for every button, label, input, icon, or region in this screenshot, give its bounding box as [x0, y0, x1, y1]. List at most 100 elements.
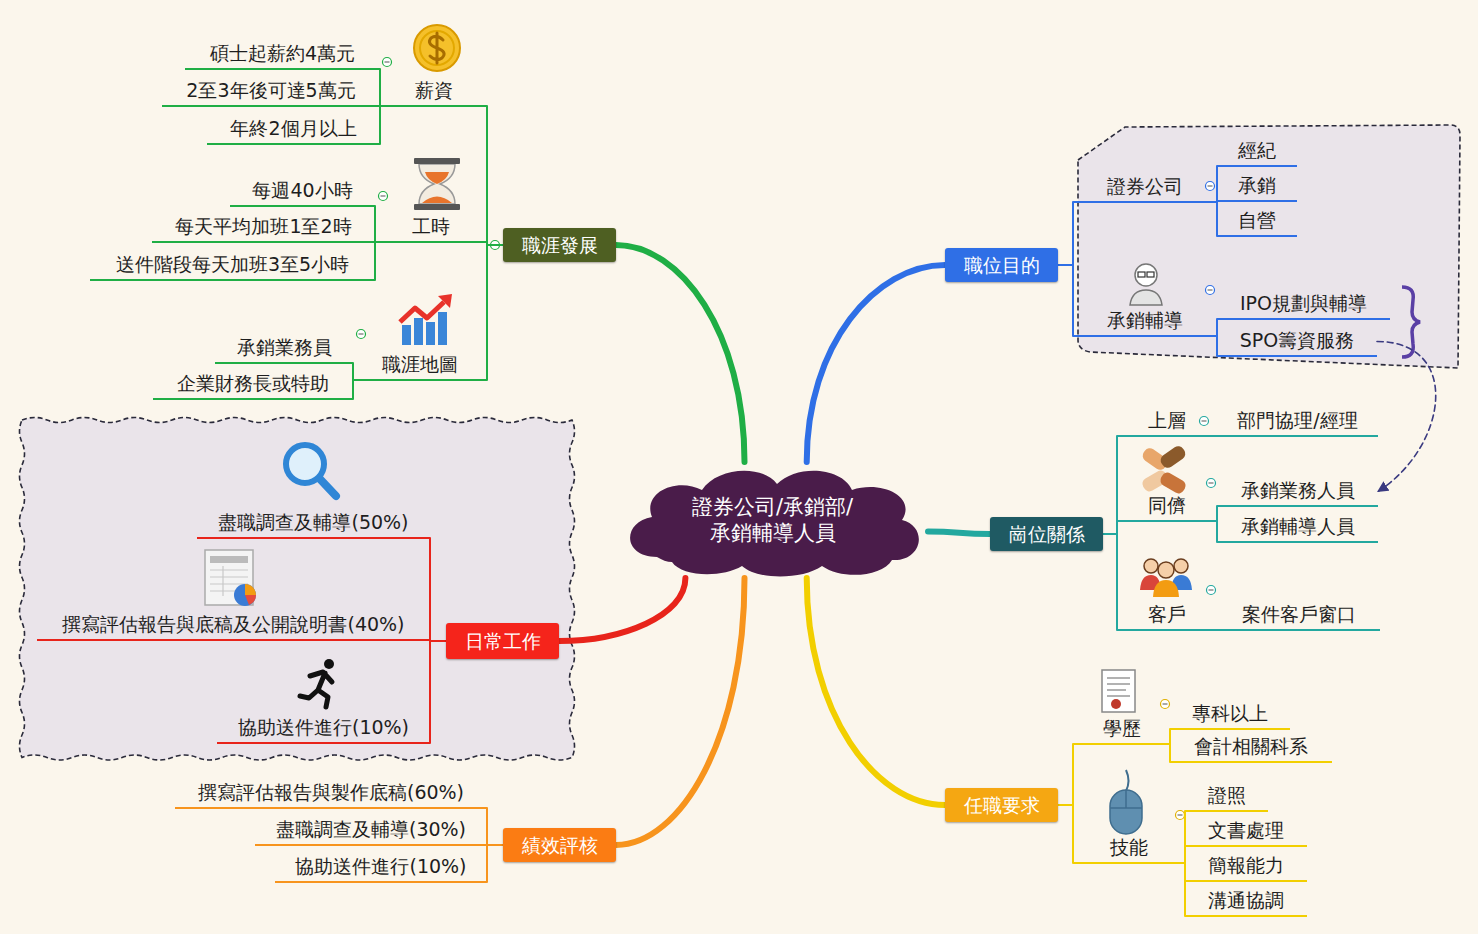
branch-label: 績效評核	[522, 834, 598, 856]
branch-label: 崗位關係	[1009, 523, 1085, 545]
subtopic-label: 年終2個月以上	[230, 114, 356, 143]
subtopic-node: 每週40小時	[230, 176, 375, 207]
branch-connector	[1058, 744, 1073, 805]
clients-icon	[1153, 580, 1179, 597]
subtopic-label: 承銷業務員	[237, 333, 332, 362]
certificate-icon	[1102, 670, 1135, 712]
subtopic-label: 撰寫評估報告與製作底稿(60%)	[198, 778, 464, 807]
advisor-icon	[1130, 290, 1162, 305]
subtopic-label: 部門協理/經理	[1237, 406, 1357, 435]
subtopic-label: 證照	[1208, 781, 1246, 810]
main-branch-curve	[928, 532, 990, 534]
growth-chart-icon	[400, 294, 452, 345]
group-region	[1078, 125, 1460, 368]
subtopic-node: 會計相關科系	[1170, 732, 1332, 763]
subtopic-node: 同儕	[1117, 491, 1217, 522]
main-branch-curve	[559, 578, 685, 641]
branch-connector	[374, 242, 376, 280]
certificate-icon	[1102, 670, 1135, 712]
branch-connector	[487, 245, 503, 380]
branch-label: 職涯發展	[522, 234, 598, 256]
growth-chart-icon	[414, 318, 423, 345]
subtopic-label: 工時	[412, 212, 450, 241]
advisor-icon	[1130, 264, 1162, 305]
subtopic-label: 經紀	[1238, 136, 1276, 165]
cloud-shape	[630, 471, 919, 577]
hourglass-icon	[419, 164, 455, 204]
mouse-icon	[1126, 770, 1129, 791]
curly-brace	[1402, 287, 1420, 357]
subtopic-node: 承銷業務人員	[1217, 476, 1378, 507]
subtopic-node: 職涯地圖	[353, 350, 487, 381]
subtopic-label: 盡職調查及輔導(30%)	[276, 815, 466, 844]
subtopic-node: 上層	[1117, 406, 1217, 437]
collapse-toggle	[359, 62, 1214, 815]
subtopic-label: SPO籌資服務	[1240, 326, 1354, 355]
subtopic-label: 文書處理	[1208, 816, 1284, 845]
subtopic-node: 企業財務長或特助	[153, 369, 353, 400]
main-branch-box: 日常工作	[446, 623, 559, 659]
growth-chart-icon	[402, 325, 411, 345]
mouse-icon	[1110, 790, 1142, 834]
subtopic-node: 溝通協調	[1185, 886, 1307, 917]
subtopic-node: 每天平均加班1至2時	[152, 212, 375, 243]
clients-icon	[1158, 562, 1174, 578]
advisor-icon	[1135, 264, 1157, 286]
subtopic-label: 職涯地圖	[382, 350, 458, 379]
spreadsheet-icon	[245, 584, 256, 595]
branch-connector	[430, 641, 446, 743]
branch-connector	[430, 538, 446, 641]
subtopic-node: 技能	[1073, 833, 1185, 864]
subtopic-node: 盡職調查及輔導(30%)	[255, 815, 487, 846]
spreadsheet-icon	[210, 556, 248, 563]
subtopic-label: 會計相關科系	[1194, 732, 1308, 761]
branch-connector	[487, 845, 503, 882]
subtopic-label: 薪資	[415, 76, 453, 105]
branch-connector	[1058, 805, 1073, 863]
runner-icon	[324, 659, 334, 669]
clients-icon	[1140, 559, 1192, 597]
spreadsheet-icon	[234, 584, 256, 606]
subtopic-label: 每天平均加班1至2時	[175, 212, 351, 241]
main-branch-curve	[616, 245, 745, 462]
subtopic-node: 協助送件進行(10%)	[275, 852, 487, 883]
branch-label: 職位目的	[964, 254, 1040, 276]
growth-chart-icon	[438, 294, 452, 308]
branch-connector	[379, 106, 381, 144]
subtopic-node: 經紀	[1217, 136, 1297, 167]
main-branch-curve	[616, 578, 745, 845]
subtopic-node: 客戶	[1117, 600, 1217, 631]
subtopic-label: 盡職調查及輔導(50%)	[218, 508, 408, 537]
subtopic-label: 案件客戶窗口	[1242, 600, 1356, 629]
subtopic-node: 承銷輔導人員	[1217, 512, 1378, 543]
main-branch-box: 職涯發展	[503, 228, 616, 262]
branch-connector	[1058, 265, 1073, 336]
branch-label: 日常工作	[465, 630, 541, 652]
subtopic-node: 文書處理	[1185, 816, 1307, 847]
main-branch-box: 績效評核	[503, 828, 616, 862]
branch-connector	[487, 808, 503, 845]
subtopic-label: 承銷	[1238, 171, 1276, 200]
subtopic-label: 2至3年後可達5萬元	[186, 76, 355, 105]
main-branch-box: 任職要求	[945, 788, 1058, 822]
subtopic-node: SPO籌資服務	[1217, 326, 1377, 357]
subtopic-node: 薪資	[380, 76, 487, 107]
subtopic-node: 工時	[375, 212, 487, 243]
hourglass-icon	[414, 158, 460, 164]
branch-label: 任職要求	[964, 794, 1040, 816]
hourglass-icon	[422, 197, 452, 204]
branch-connector	[1103, 534, 1117, 630]
branch-connector	[487, 106, 503, 245]
subtopic-label: 上層	[1148, 406, 1186, 435]
subtopic-node: 撰寫評估報告與底稿及公開說明書(40%)	[37, 610, 430, 641]
subtopic-node: 案件客戶窗口	[1217, 600, 1380, 631]
main-branch-curve	[807, 578, 945, 805]
growth-chart-icon	[438, 312, 447, 345]
central-topic-cloud: 證券公司/承銷部/ 承銷輔導人員	[617, 462, 928, 578]
clients-icon	[1174, 559, 1188, 573]
subtopic-node: 碩士起薪約4萬元	[185, 39, 380, 70]
subtopic-label: 撰寫評估報告與底稿及公開說明書(40%)	[62, 610, 404, 639]
hourglass-icon	[414, 158, 460, 210]
branch-connector	[1058, 202, 1073, 265]
